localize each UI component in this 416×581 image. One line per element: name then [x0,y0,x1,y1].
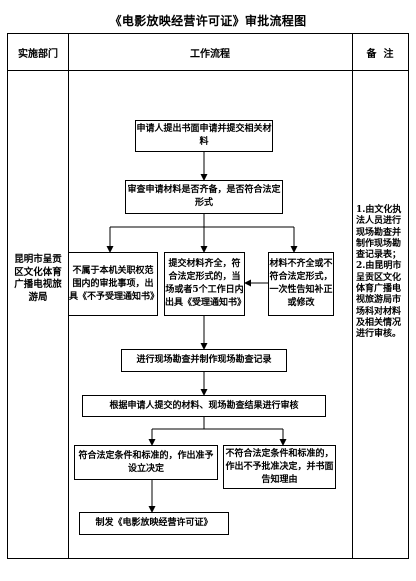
step-issue-license: 制发《电影放映经营许可证》 [79,512,229,535]
header-divider [8,70,408,71]
implementing-department: 昆明市呈贡区文化体育广播电视旅游局 [14,254,62,303]
header-dept: 实施部门 [18,48,58,60]
step-review: 根据申请人提交的材料、现场勘查结果进行审核 [82,395,326,417]
step-reject: 不符合法定条件和标准的，作出不予批准决定，并书面告知理由 [223,445,336,489]
page-title: 《电影放映经营许可证》审批流程图 [109,14,307,28]
header-note: 备 注 [366,48,394,60]
step-not-accepted: 不属于本机关职权范围内的审批事项，出具《不予受理通知书》 [68,252,159,316]
step-site-inspection: 进行现场勘查并制作现场勘查记录 [121,349,287,372]
step-review-materials: 审查申请材料是否齐备，是否符合法定形式 [125,180,283,214]
step-approve: 符合法定条件和标准的，作出准予设立决定 [74,445,218,480]
step-submit-application: 申请人提出书面申请并提交相关材料 [135,120,273,152]
header-flow: 工作流程 [190,48,230,60]
remarks-text: 1.由文化执法人员进行现场勘查并制作现场勘查记录表；2.由昆明市呈贡区文化体育广… [356,205,402,340]
column-divider [352,34,353,558]
step-supplement-materials: 材料不齐全或不符合法定形式，一次性告知补正或修改 [268,252,334,316]
step-accepted: 提交材料齐全，符合法定形式的，当场或者5个工作日内出具《受理通知书》 [164,252,246,316]
